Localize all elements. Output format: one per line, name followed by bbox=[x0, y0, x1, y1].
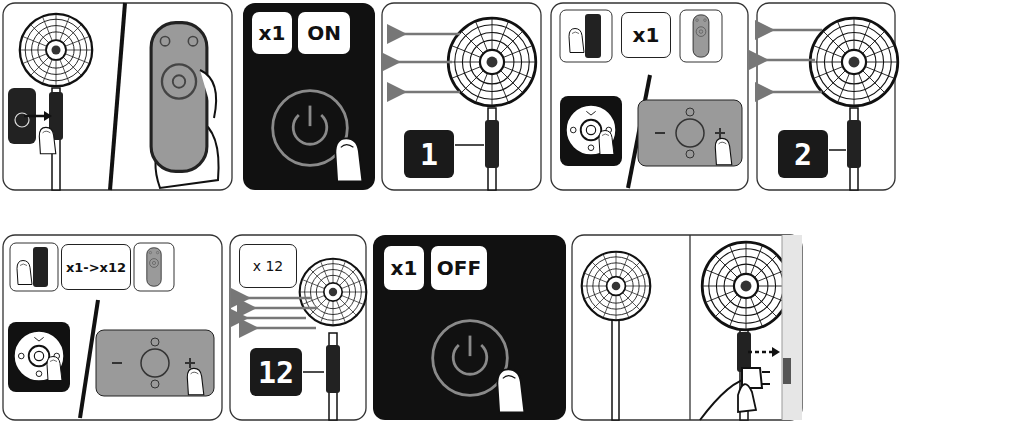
panel-frames bbox=[3, 3, 895, 420]
count-box: x1 bbox=[384, 246, 424, 290]
panel-unplug bbox=[582, 235, 802, 420]
count-box: x1->x12 bbox=[61, 244, 131, 290]
box-label: x1 bbox=[391, 256, 418, 280]
panel-speed-1 bbox=[396, 18, 536, 190]
box-label: 1 bbox=[420, 137, 438, 172]
count-box: x1 bbox=[621, 12, 671, 58]
state-box: ON bbox=[298, 12, 350, 54]
panel-speed-step bbox=[560, 10, 742, 188]
box-label: OFF bbox=[437, 256, 481, 280]
box-label: x 12 bbox=[253, 258, 284, 274]
box-label: x1 bbox=[633, 23, 660, 47]
panel-speed-2 bbox=[764, 18, 898, 190]
speed-display: 1 bbox=[404, 130, 454, 178]
box-label: x1 bbox=[259, 21, 286, 45]
black-panels bbox=[243, 3, 566, 420]
count-box: x1 bbox=[252, 12, 292, 54]
box-label: 12 bbox=[258, 355, 294, 390]
state-box: OFF bbox=[431, 246, 487, 290]
box-label: ON bbox=[307, 21, 341, 45]
speed-display: 2 bbox=[778, 130, 828, 178]
speed-display: 12 bbox=[250, 348, 302, 396]
panel-speed-max bbox=[8, 243, 214, 418]
box-label: 2 bbox=[794, 137, 812, 172]
count-box: x 12 bbox=[239, 244, 297, 288]
box-label: x1->x12 bbox=[66, 260, 126, 275]
panel-setup bbox=[8, 3, 219, 190]
